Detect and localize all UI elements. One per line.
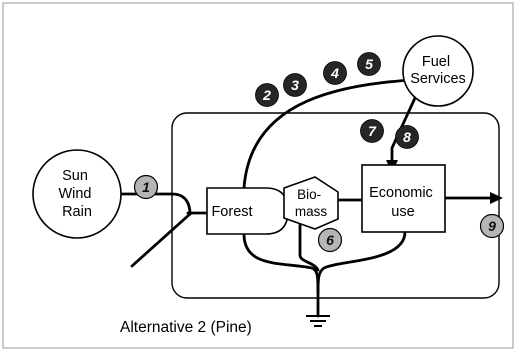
marker-number: 6 — [326, 232, 334, 248]
marker-number: 1 — [142, 179, 150, 195]
marker-9: 9 — [479, 213, 505, 239]
marker-circle — [255, 83, 279, 107]
marker-4: 4 — [323, 61, 347, 85]
source-fuel-services-circle — [402, 35, 474, 107]
pathway-economic-use-to-heat-sink — [316, 230, 407, 294]
marker-circle — [360, 119, 384, 143]
marker-circle — [283, 73, 307, 97]
economic-use-box — [361, 164, 446, 233]
marker-number: 9 — [488, 218, 496, 234]
marker-circle — [395, 125, 419, 149]
marker-number: 7 — [368, 123, 377, 139]
marker-circle — [479, 213, 505, 239]
marker-2: 2 — [255, 83, 279, 107]
marker-8: 8 — [395, 125, 419, 149]
heat-sink-icon — [306, 315, 330, 327]
pathway-sun-branch-down — [130, 212, 192, 268]
marker-circle — [357, 52, 381, 76]
marker-circle — [323, 61, 347, 85]
pathway-biomass-to-heat-sink — [298, 223, 320, 272]
source-environment-label: Sun Wind Rain — [58, 168, 95, 220]
pathway-sun-to-forest — [118, 192, 192, 216]
marker-7: 7 — [360, 119, 384, 143]
economic-use-label: Economic use — [369, 185, 437, 220]
source-environment-circle — [32, 149, 122, 239]
diagram-caption: Alternative 2 (Pine) — [120, 319, 252, 336]
forest-label: Forest — [211, 204, 252, 220]
marker-3: 3 — [283, 73, 307, 97]
marker-number: 5 — [365, 56, 373, 72]
marker-circle — [133, 174, 159, 200]
marker-5: 5 — [357, 52, 381, 76]
marker-number: 4 — [330, 65, 339, 81]
pathway-fuel-to-forest — [242, 78, 414, 190]
marker-circle — [317, 227, 343, 253]
marker-number: 8 — [403, 129, 411, 145]
marker-number: 2 — [262, 87, 271, 103]
pathway-fuel-to-economic-use — [390, 96, 417, 167]
marker-1: 1 — [133, 174, 159, 200]
arrowhead-output — [490, 192, 503, 204]
biomass-shape — [283, 176, 339, 230]
system-boundary — [171, 112, 500, 299]
source-fuel-services-label: Fuel Services — [410, 54, 466, 87]
outer-frame — [2, 2, 514, 349]
numbered-markers: 1 2 3 4 5 6 7 8 9 — [133, 52, 505, 253]
biomass-label: Bio- mass — [295, 187, 328, 219]
marker-6: 6 — [317, 227, 343, 253]
marker-number: 3 — [291, 77, 299, 93]
